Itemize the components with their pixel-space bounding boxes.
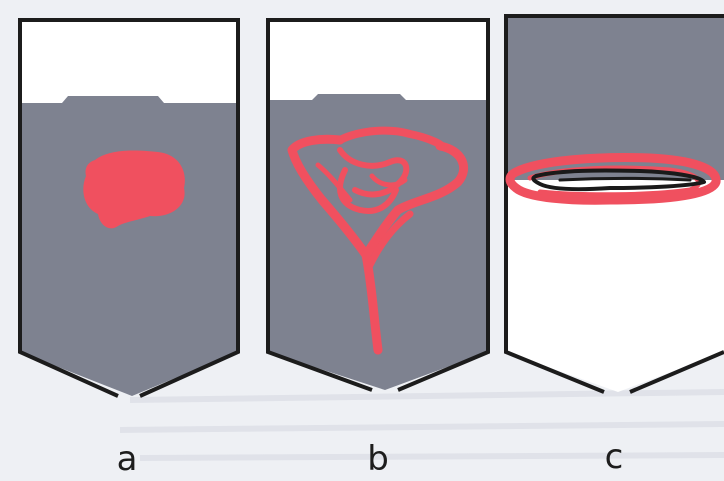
panel-c-lower-phase: [506, 180, 724, 392]
panel-b-label: b: [367, 439, 389, 479]
panel-a-upper-phase: [20, 20, 238, 108]
panel-a-lower-phase: [20, 96, 238, 396]
panel-a-label: a: [117, 439, 138, 479]
panel-c-label: c: [605, 437, 624, 477]
